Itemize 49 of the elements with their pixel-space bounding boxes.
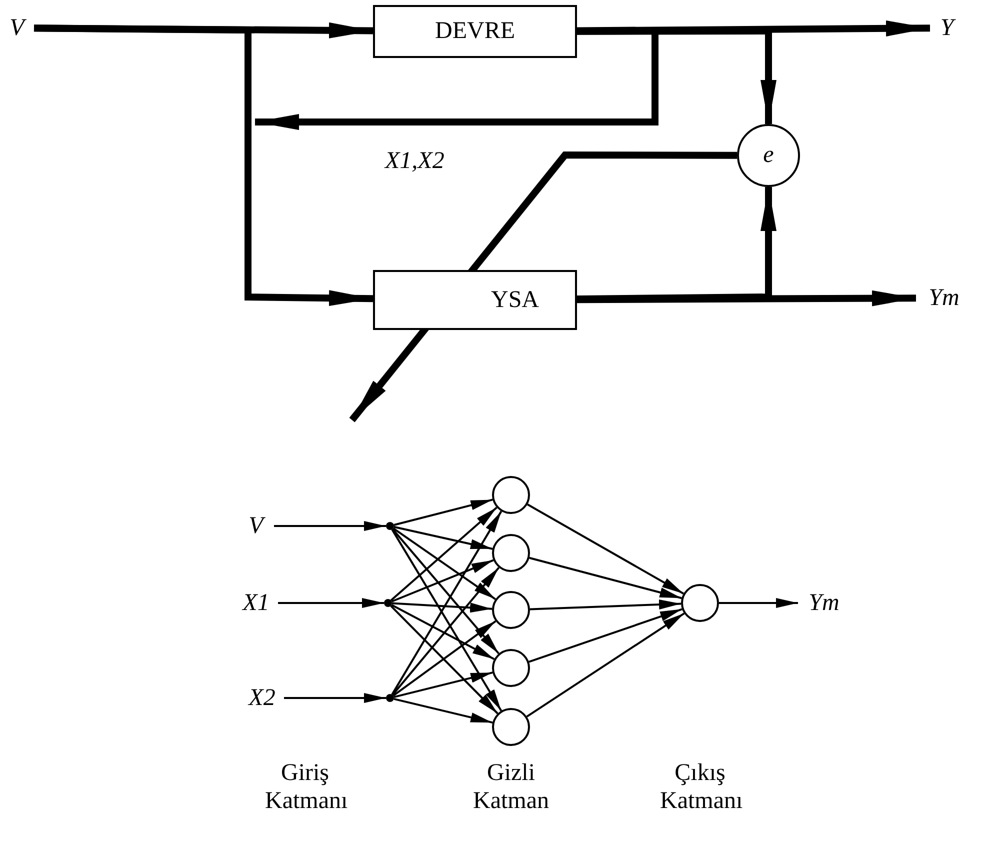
signal-label: V bbox=[238, 508, 274, 544]
arrow bbox=[390, 605, 498, 714]
signal-label: Ym bbox=[798, 585, 850, 621]
arrow bbox=[284, 693, 386, 703]
arrow bbox=[392, 566, 500, 696]
layer-label: Gizli Katman bbox=[472, 760, 550, 816]
arrow bbox=[530, 600, 682, 610]
neuron-circle bbox=[492, 708, 530, 746]
arrow bbox=[391, 510, 502, 696]
neuron-circle bbox=[492, 534, 530, 572]
arrow bbox=[576, 290, 916, 306]
arrow bbox=[278, 598, 384, 608]
neuron-circle bbox=[681, 584, 719, 622]
arrow bbox=[528, 608, 682, 663]
junction-dot bbox=[386, 522, 394, 530]
junction-dot bbox=[384, 599, 392, 607]
arrow bbox=[392, 528, 500, 654]
arrow bbox=[394, 526, 493, 550]
arrow bbox=[392, 527, 496, 600]
arrow bbox=[274, 521, 386, 531]
arrow bbox=[529, 556, 682, 600]
summing-circle: e bbox=[737, 124, 800, 187]
arrow bbox=[391, 528, 502, 712]
layer-label: Çıkış Katmanı bbox=[660, 760, 740, 816]
signal-label: X1 bbox=[234, 585, 278, 621]
junction-dot bbox=[386, 694, 394, 702]
neuron-circle bbox=[492, 591, 530, 629]
arrow bbox=[526, 612, 685, 718]
signal-label: X2 bbox=[240, 680, 284, 716]
arrow bbox=[390, 506, 498, 602]
neuron-circle bbox=[492, 649, 530, 687]
arrow bbox=[34, 24, 374, 306]
arrow bbox=[394, 698, 493, 724]
layer-label: Giriş Katmanı bbox=[265, 760, 345, 816]
arrow bbox=[391, 604, 495, 660]
arrow bbox=[394, 672, 493, 698]
arrow bbox=[392, 602, 492, 613]
arrow bbox=[391, 559, 494, 602]
neuron-circle bbox=[492, 476, 530, 514]
arrow bbox=[392, 620, 496, 696]
process-box: YSA bbox=[373, 270, 577, 330]
arrow bbox=[527, 504, 684, 594]
signal-label: Ym bbox=[916, 280, 972, 316]
process-box: DEVRE bbox=[373, 5, 577, 58]
arrow bbox=[576, 20, 930, 36]
signal-label: Y bbox=[930, 10, 964, 46]
arrow bbox=[719, 598, 798, 608]
arrow bbox=[394, 498, 493, 526]
signal-label: V bbox=[0, 10, 34, 46]
